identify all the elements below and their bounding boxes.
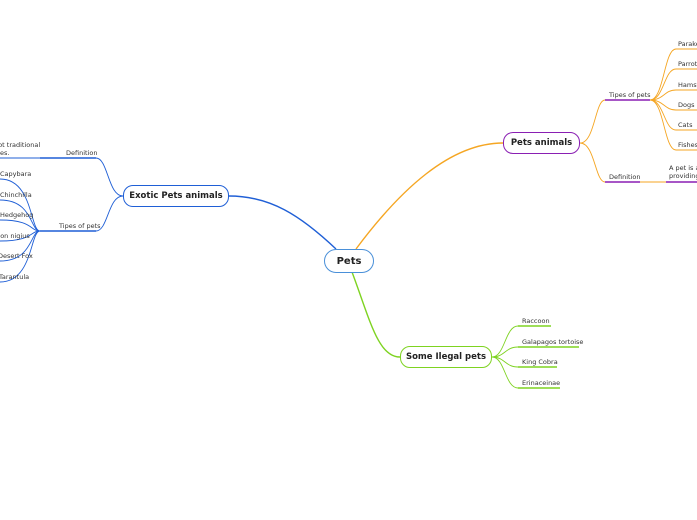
pets-type-dogs[interactable]: Dogs	[678, 101, 695, 109]
pets-type-hamster[interactable]: Hamster	[678, 81, 697, 89]
exotic-type-desert-fox[interactable]: Desert Fox	[0, 252, 33, 260]
exotic-type-hedgehog[interactable]: Hedgehog	[0, 211, 34, 219]
illegal-item-raccoon[interactable]: Raccoon	[522, 317, 550, 325]
pets-tipes-label[interactable]: Tipes of pets	[609, 91, 651, 99]
branch-label-pets-animals: Pets animals	[510, 138, 573, 148]
exotic-type-nigius[interactable]: ...on nigius	[0, 232, 30, 240]
exotic-type-tarantula[interactable]: Tarantula	[0, 273, 30, 281]
exotic-tipes-label[interactable]: Tipes of pets	[59, 222, 101, 230]
branch-node-pets-animals[interactable]: Pets animals	[503, 132, 580, 154]
pets-type-parrot[interactable]: Parrot	[678, 60, 697, 68]
pets-definition-text-line-2: providing co	[669, 172, 697, 180]
exotic-type-capybara[interactable]: Capybara	[0, 170, 32, 178]
pets-type-cats[interactable]: Cats	[678, 121, 693, 129]
branch-node-exotic-pets[interactable]: Exotic Pets animals	[123, 185, 229, 207]
pets-type-parakeet[interactable]: Parakeet	[678, 40, 697, 48]
branch-node-illegal-pets[interactable]: Some Ilegal pets	[400, 346, 492, 368]
pets-definition-label[interactable]: Definition	[609, 173, 641, 181]
illegal-item-galapagos-tortoise[interactable]: Galapagos tortoise	[522, 338, 584, 346]
exotic-definition-text-line-2: ...ies.	[0, 149, 10, 157]
illegal-item-king-cobra[interactable]: King Cobra	[522, 358, 558, 366]
branch-label-exotic-pets: Exotic Pets animals	[129, 191, 223, 201]
exotic-definition-text-line-1: ...ot traditional	[0, 141, 41, 149]
central-node-label: Pets	[336, 255, 362, 267]
pets-type-fishes[interactable]: Fishes	[678, 141, 697, 149]
central-node-pets[interactable]: Pets	[324, 249, 374, 273]
exotic-definition-label[interactable]: Definition	[66, 149, 98, 157]
pets-definition-text-line-1: A pet is a compa	[669, 164, 697, 172]
exotic-type-chinchilla[interactable]: Chinchilla	[0, 191, 32, 199]
illegal-item-erinaceinae[interactable]: Erinaceinae	[522, 379, 561, 387]
branch-label-illegal-pets: Some Ilegal pets	[405, 352, 487, 362]
